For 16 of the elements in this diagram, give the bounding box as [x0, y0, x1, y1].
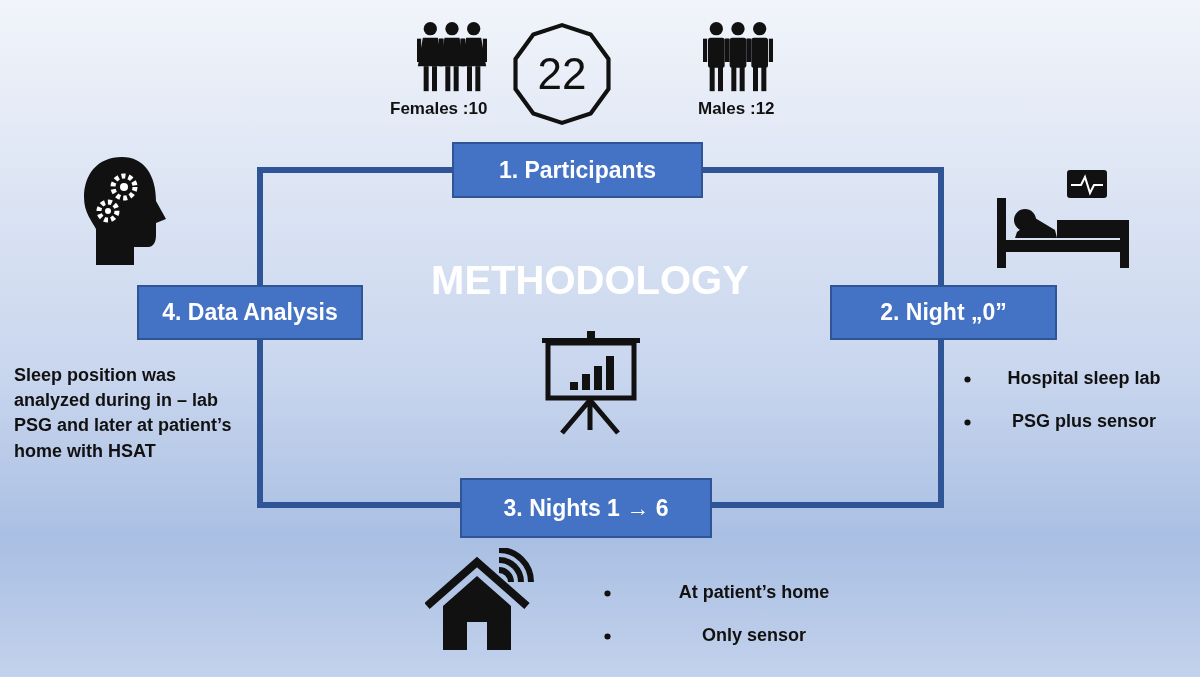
bullet-item: Hospital sleep lab — [1007, 368, 1161, 388]
bullet-item: Only sensor — [701, 625, 806, 646]
count-label: Males :12 — [698, 98, 775, 120]
connector-line — [257, 167, 452, 285]
bullet-item: At patient’s home — [678, 582, 830, 602]
description-text: Sleep position was analyzed during in – lab PSG and later at patient’s home with HSAT — [14, 364, 233, 463]
step-box: 3. Nights 1 → 6 — [460, 478, 712, 538]
count-label: Females :10 — [390, 98, 488, 120]
step-box: 2. Night „0” — [830, 285, 1057, 340]
connector-line — [257, 340, 460, 508]
bullet-item: PSG plus sensor — [1011, 411, 1156, 432]
step-box: 1. Participants — [452, 142, 703, 198]
connector-line — [712, 340, 944, 508]
step-box: 4. Data Analysis — [137, 285, 363, 340]
connector-line — [703, 167, 944, 285]
count-octagon: 22 — [510, 22, 614, 126]
